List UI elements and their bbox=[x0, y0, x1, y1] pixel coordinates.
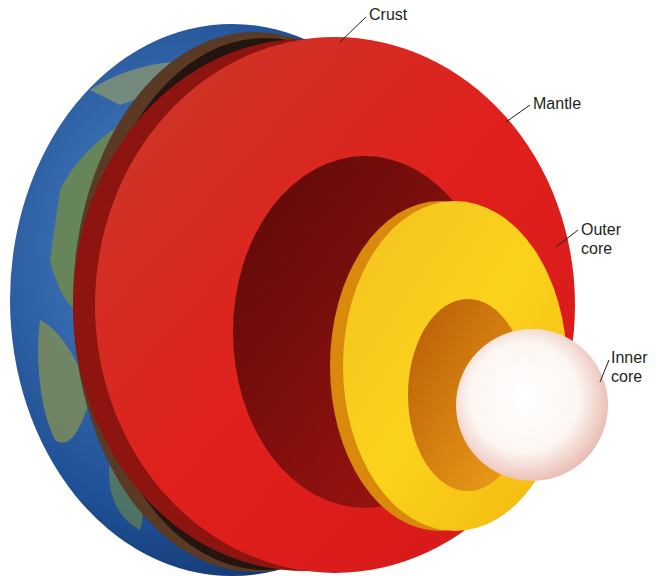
leader-line bbox=[556, 230, 578, 247]
leader-line bbox=[600, 360, 609, 382]
layer-label: Inner core bbox=[611, 348, 655, 386]
leader-line bbox=[506, 105, 530, 122]
layer-label: Mantle bbox=[533, 94, 613, 113]
layer-label: Crust bbox=[369, 5, 449, 24]
leader-line bbox=[340, 17, 366, 42]
layer-label: Outer core bbox=[581, 220, 631, 258]
